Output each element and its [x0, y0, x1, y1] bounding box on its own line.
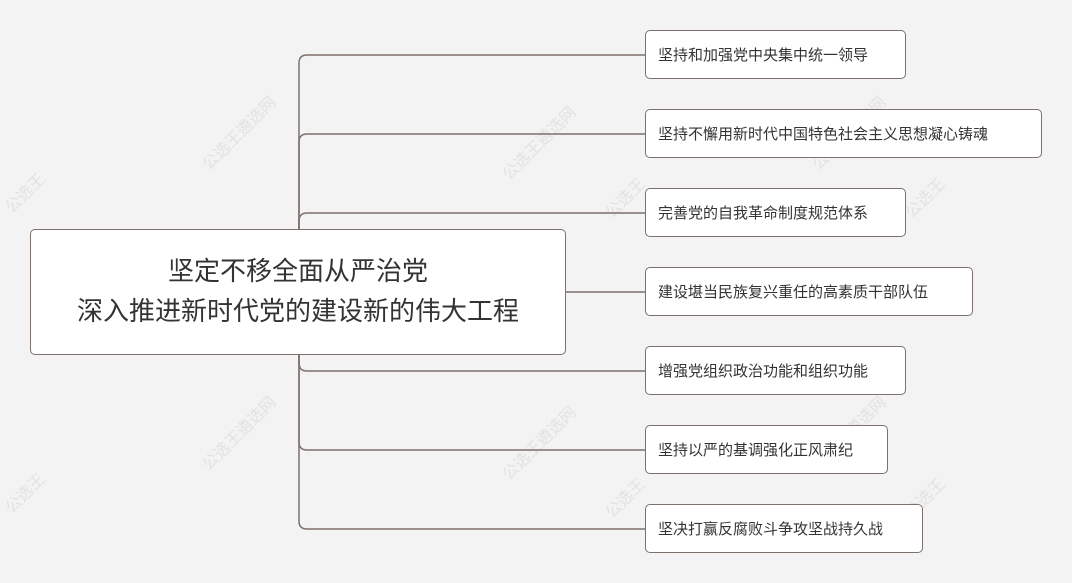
- branch-node[interactable]: 完善党的自我革命制度规范体系: [645, 188, 906, 237]
- branch-label: 坚决打赢反腐败斗争攻坚战持久战: [658, 520, 884, 538]
- connector-line: [298, 212, 645, 292]
- root-node[interactable]: 坚定不移全面从严治党 深入推进新时代党的建设新的伟大工程: [30, 229, 566, 355]
- branch-node[interactable]: 坚持和加强党中央集中统一领导: [645, 30, 906, 79]
- connector-line: [298, 133, 645, 292]
- root-title-line2: 深入推进新时代党的建设新的伟大工程: [76, 297, 519, 327]
- branch-node[interactable]: 坚决打赢反腐败斗争攻坚战持久战: [645, 504, 923, 553]
- connector-line: [298, 292, 645, 530]
- branch-node[interactable]: 坚持不懈用新时代中国特色社会主义思想凝心铸魂: [645, 109, 1042, 158]
- root-title-line1: 坚定不移全面从严治党: [167, 257, 428, 287]
- branch-label: 建设堪当民族复兴重任的高素质干部队伍: [658, 283, 929, 301]
- branch-node[interactable]: 建设堪当民族复兴重任的高素质干部队伍: [645, 267, 973, 316]
- branch-node[interactable]: 坚持以严的基调强化正风肃纪: [645, 425, 888, 474]
- branch-label: 坚持以严的基调强化正风肃纪: [658, 441, 854, 459]
- branch-label: 坚持不懈用新时代中国特色社会主义思想凝心铸魂: [658, 125, 989, 143]
- connector-line: [298, 54, 645, 292]
- branch-label: 完善党的自我革命制度规范体系: [658, 204, 869, 222]
- branch-label: 坚持和加强党中央集中统一领导: [658, 46, 869, 64]
- branch-node[interactable]: 增强党组织政治功能和组织功能: [645, 346, 906, 395]
- branch-label: 增强党组织政治功能和组织功能: [658, 362, 869, 380]
